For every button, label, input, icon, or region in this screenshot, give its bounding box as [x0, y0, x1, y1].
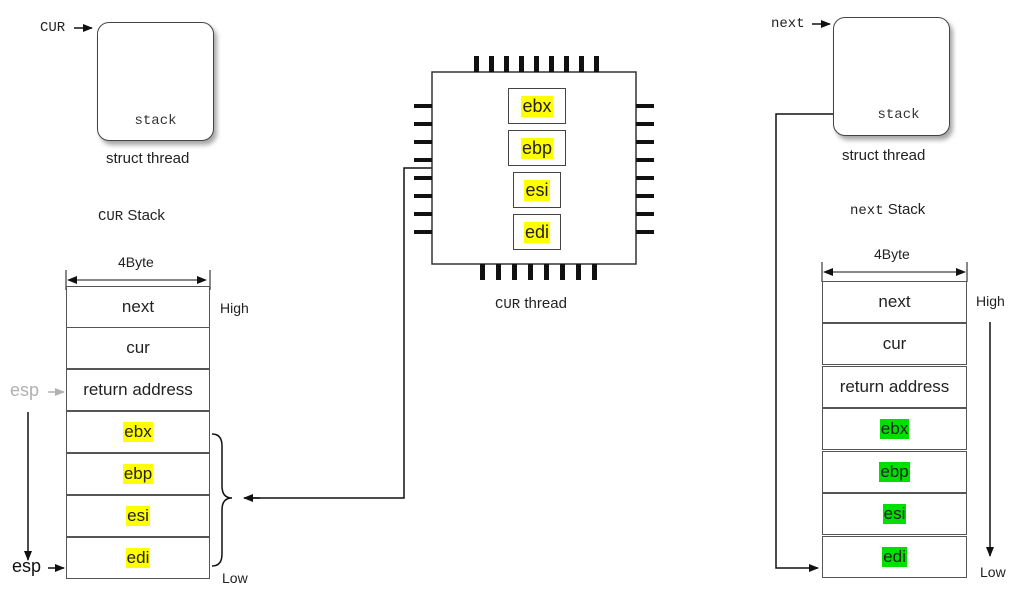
right-width-label: 4Byte	[874, 246, 910, 262]
cur-stack-cell-ebp: ebp	[66, 453, 210, 495]
cpu-register-ebp: ebp	[508, 130, 566, 166]
next-thread-struct: stack	[833, 17, 950, 136]
next-stack-field: stack	[877, 107, 920, 123]
next-stack-cell-return-address: return address	[822, 366, 967, 408]
cur-struct-caption: struct thread	[106, 150, 190, 167]
cur-stack-cell-edi: edi	[66, 537, 210, 579]
cur-stack-title-word: Stack	[127, 207, 165, 224]
cur-stack-cell-cur: cur	[66, 327, 210, 369]
cpu-register-edi: edi	[513, 214, 561, 250]
next-stack-cell-ebx: ebx	[822, 408, 967, 450]
cpu-caption: CUR thread	[495, 295, 567, 313]
cpu-caption-word: thread	[524, 295, 567, 312]
next-pointer-label: next	[771, 16, 805, 32]
left-high-label: High	[220, 300, 249, 316]
cur-thread-struct: stack	[97, 22, 214, 141]
esp-new-label: esp	[12, 556, 42, 576]
cur-stack-title-var: CUR	[98, 209, 124, 225]
cur-stack-cell-ebx: ebx	[66, 411, 210, 453]
cur-stack-field: stack	[134, 113, 177, 129]
next-stack-cell-next: next	[822, 281, 967, 323]
right-high-label: High	[976, 293, 1005, 309]
cur-stack-cell-return-address: return address	[66, 369, 210, 411]
left-width-label: 4Byte	[118, 254, 154, 270]
cur-stack-table: next cur return address ebx ebp esi edi	[66, 286, 210, 580]
cur-pointer-label: CUR	[40, 20, 66, 36]
next-stack-title-var: next	[850, 203, 884, 219]
cpu-top-pins	[474, 56, 599, 72]
right-low-label: Low	[980, 564, 1006, 580]
cpu-register-ebx: ebx	[508, 88, 566, 124]
cur-stack-title: CUR Stack	[98, 207, 165, 225]
cpu-caption-var: CUR	[495, 297, 521, 313]
next-stack-cell-esi: esi	[822, 493, 967, 535]
next-stack-table: next cur return address ebx ebp esi edi	[822, 281, 967, 579]
cpu-left-pins	[414, 104, 432, 234]
next-stack-cell-ebp: ebp	[822, 451, 967, 493]
cur-stack-cell-esi: esi	[66, 495, 210, 537]
cpu-bottom-pins	[480, 264, 597, 280]
next-stack-title-word: Stack	[887, 201, 926, 218]
next-stack-title: next Stack	[850, 201, 925, 219]
esp-old-label: esp	[10, 380, 40, 400]
next-stack-cell-edi: edi	[822, 536, 967, 578]
next-stack-connector	[775, 113, 848, 572]
cur-stack-cell-next: next	[66, 286, 210, 328]
cpu-register-esi: esi	[513, 172, 561, 208]
left-brace	[211, 433, 233, 567]
left-low-label: Low	[222, 570, 248, 586]
next-stack-cell-cur: cur	[822, 323, 967, 365]
cpu-right-pins	[636, 104, 654, 234]
next-struct-caption: struct thread	[842, 147, 926, 164]
